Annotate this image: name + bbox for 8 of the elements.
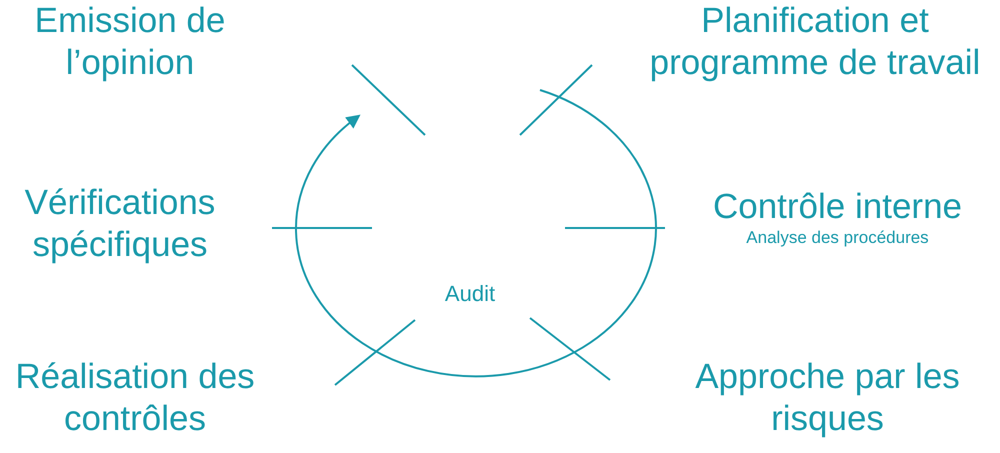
step-label: Emission de l’opinion <box>34 0 226 84</box>
step-subtitle: Analyse des procédures <box>745 228 930 248</box>
step-label: Planification et programme de travail <box>648 0 982 84</box>
step-label: Audit <box>444 281 496 307</box>
step-label: Réalisation des contrôles <box>14 356 256 440</box>
step-label: Contrôle interne <box>712 186 964 228</box>
step-label: Approche par les risques <box>694 356 961 440</box>
step-label: Vérifications spécifiques <box>24 182 216 266</box>
